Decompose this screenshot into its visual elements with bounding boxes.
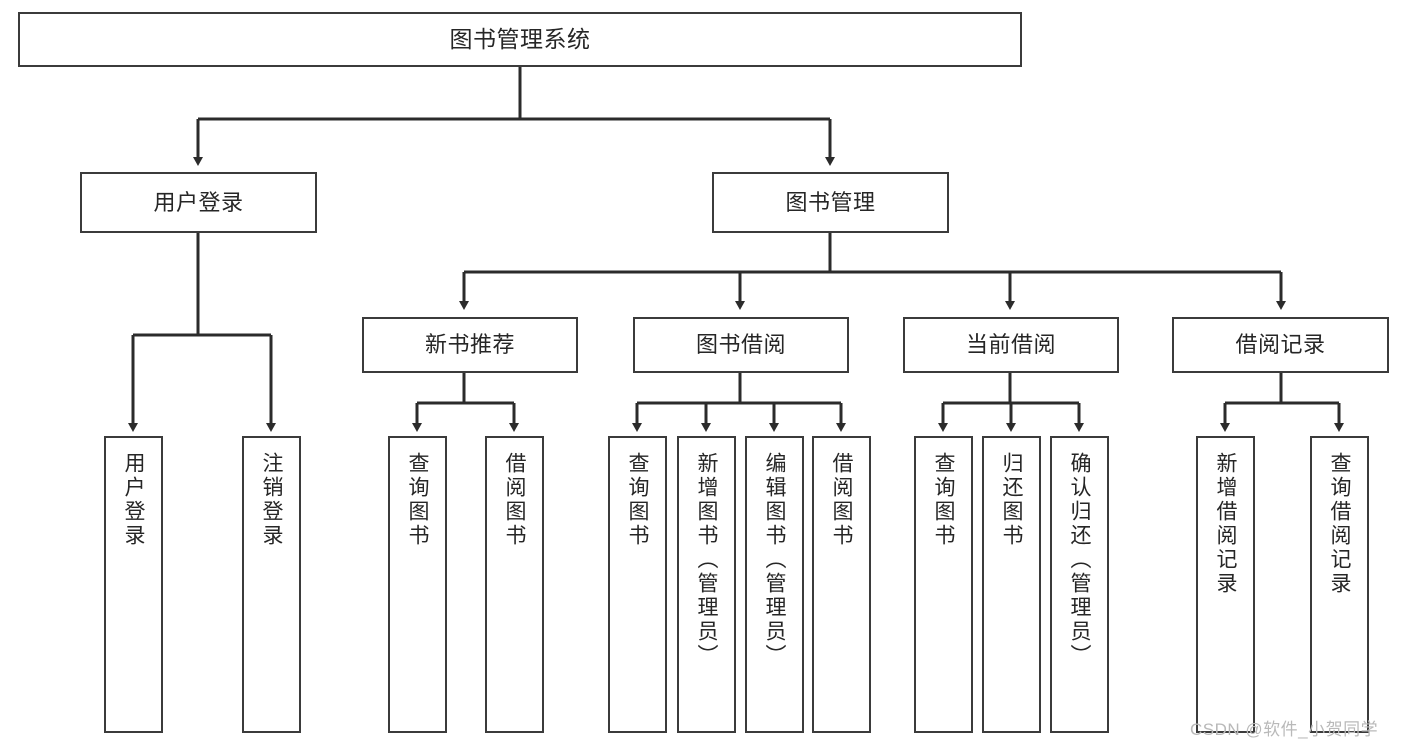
- node-book-borrow-label: 图书借阅: [695, 332, 786, 358]
- watermark: CSDN @软件_小贺同学: [1190, 720, 1379, 739]
- node-leaf-add-book-label: 新增图书（管理员）: [695, 452, 718, 668]
- node-leaf-logout[interactable]: 注销登录: [242, 436, 301, 733]
- node-leaf-query-book-1-label: 查询图书: [406, 452, 429, 548]
- node-leaf-add-record-label: 新增借阅记录: [1214, 452, 1237, 596]
- node-current-borrow[interactable]: 当前借阅: [903, 317, 1119, 373]
- node-borrow-record-label: 借阅记录: [1235, 332, 1326, 358]
- node-leaf-confirm-return-label: 确认归还（管理员）: [1068, 452, 1091, 668]
- node-leaf-query-book-2-label: 查询图书: [626, 452, 649, 548]
- node-leaf-query-book-3[interactable]: 查询图书: [914, 436, 973, 733]
- node-leaf-return-book-label: 归还图书: [1000, 452, 1023, 548]
- node-leaf-borrow-book-1-label: 借阅图书: [503, 452, 526, 548]
- node-leaf-add-record[interactable]: 新增借阅记录: [1196, 436, 1255, 733]
- node-leaf-return-book[interactable]: 归还图书: [982, 436, 1041, 733]
- node-borrow-record[interactable]: 借阅记录: [1172, 317, 1389, 373]
- node-leaf-query-book-3-label: 查询图书: [932, 452, 955, 548]
- node-user-login[interactable]: 用户登录: [80, 172, 317, 233]
- node-leaf-logout-label: 注销登录: [260, 452, 283, 548]
- node-leaf-edit-book[interactable]: 编辑图书（管理员）: [745, 436, 804, 733]
- node-book-borrow[interactable]: 图书借阅: [633, 317, 849, 373]
- node-current-borrow-label: 当前借阅: [965, 332, 1056, 358]
- node-leaf-user-login-label: 用户登录: [122, 452, 145, 548]
- node-book-manage[interactable]: 图书管理: [712, 172, 949, 233]
- node-leaf-query-book-2[interactable]: 查询图书: [608, 436, 667, 733]
- node-leaf-confirm-return[interactable]: 确认归还（管理员）: [1050, 436, 1109, 733]
- node-leaf-borrow-book-1[interactable]: 借阅图书: [485, 436, 544, 733]
- node-new-book-rec-label: 新书推荐: [424, 332, 515, 358]
- node-new-book-rec[interactable]: 新书推荐: [362, 317, 578, 373]
- node-user-login-label: 用户登录: [153, 189, 244, 215]
- node-leaf-edit-book-label: 编辑图书（管理员）: [763, 452, 786, 668]
- node-leaf-user-login[interactable]: 用户登录: [104, 436, 163, 733]
- node-leaf-add-book[interactable]: 新增图书（管理员）: [677, 436, 736, 733]
- node-root[interactable]: 图书管理系统: [18, 12, 1022, 67]
- node-leaf-query-book-1[interactable]: 查询图书: [388, 436, 447, 733]
- node-book-manage-label: 图书管理: [785, 189, 876, 215]
- node-leaf-query-record[interactable]: 查询借阅记录: [1310, 436, 1369, 733]
- node-leaf-query-record-label: 查询借阅记录: [1328, 452, 1351, 596]
- node-leaf-borrow-book-2[interactable]: 借阅图书: [812, 436, 871, 733]
- node-root-label: 图书管理系统: [449, 25, 591, 52]
- node-leaf-borrow-book-2-label: 借阅图书: [830, 452, 853, 548]
